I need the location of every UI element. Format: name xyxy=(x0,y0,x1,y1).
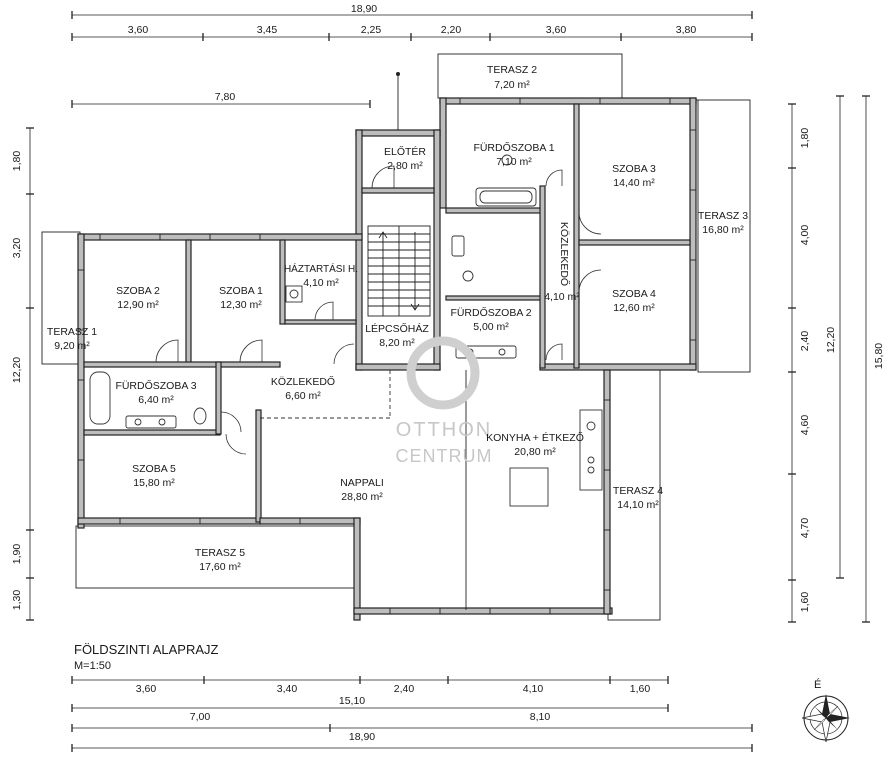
walls xyxy=(77,97,697,621)
dim-bottom-seg-4: 4,10 xyxy=(523,683,544,695)
bottom-dimensions: 3,60 3,40 2,40 4,10 1,60 15,10 7,00 8,10… xyxy=(71,676,753,752)
plan-title-text: FÖLDSZINTI ALAPRAJZ xyxy=(74,642,219,657)
dim-right-4: 4,60 xyxy=(799,415,811,436)
room-area-eloter: 2,80 m² xyxy=(387,160,423,172)
terrace-2-outline xyxy=(437,53,623,99)
staircase xyxy=(367,225,431,317)
room-name-lepcsohaz: LÉPCSŐHÁZ xyxy=(365,321,429,335)
room-name-kozlekedo: KÖZLEKEDŐ xyxy=(271,374,335,388)
dim-top-seg-3: 2,25 xyxy=(361,24,382,36)
room-labels: TERASZ 2 7,20 m² ELŐTÉR 2,80 m² FÜRDŐSZO… xyxy=(47,64,748,573)
dim-right-6: 1,60 xyxy=(799,592,811,613)
dim-top-seg-4: 2,20 xyxy=(441,24,462,36)
room-name-terasz4: TERASZ 4 xyxy=(613,485,663,497)
room-area-furdo3: 6,40 m² xyxy=(138,394,174,406)
room-area-szoba1: 12,30 m² xyxy=(220,299,262,311)
dim-top-seg-6: 3,80 xyxy=(676,24,697,36)
room-name-eloter: ELŐTÉR xyxy=(384,144,426,158)
room-area-furdo2: 5,00 m² xyxy=(473,321,509,333)
dim-top-seg-1: 3,60 xyxy=(128,24,149,36)
dim-top-total: 18,90 xyxy=(351,3,377,15)
doors xyxy=(155,165,602,455)
compass-rose: É xyxy=(801,678,850,743)
room-area-szoba2: 12,90 m² xyxy=(117,299,159,311)
kitchen-island xyxy=(509,467,549,507)
dim-top-seg-5: 3,60 xyxy=(546,24,567,36)
dim-bottom-seg-3: 2,40 xyxy=(394,683,415,695)
room-area-furdo1: 7,10 m² xyxy=(496,156,532,168)
room-name-szoba2: SZOBA 2 xyxy=(116,285,160,297)
room-area-kozlekedo-vertical: 4,10 m² xyxy=(544,291,580,303)
dim-right-outer: 15,80 xyxy=(873,343,885,369)
dim-left-3: 12,20 xyxy=(11,357,23,383)
watermark-line-1: OTTHON xyxy=(396,419,492,441)
room-name-szoba5: SZOBA 5 xyxy=(132,463,176,475)
room-name-furdo2: FÜRDŐSZOBA 2 xyxy=(450,305,531,319)
room-area-kozlekedo: 6,60 m² xyxy=(285,390,321,402)
dim-bottom-seg-2: 3,40 xyxy=(277,683,298,695)
plan-title: FÖLDSZINTI ALAPRAJZ M=1:50 xyxy=(74,642,219,672)
dim-bottom-mid: 15,10 xyxy=(339,695,365,707)
dim-bottom-total: 18,90 xyxy=(349,731,375,743)
fixtures xyxy=(89,154,603,507)
dim-bottom-split-1: 7,00 xyxy=(190,711,211,723)
room-area-terasz4: 14,10 m² xyxy=(617,499,659,511)
room-area-lepcsohaz: 8,20 m² xyxy=(379,337,415,349)
dim-top-seg-2: 3,45 xyxy=(257,24,278,36)
room-name-kozlekedo-vertical: KÖZLEKEDŐ xyxy=(558,222,572,286)
room-name-terasz5: TERASZ 5 xyxy=(195,547,245,559)
dim-left-4: 1,90 xyxy=(11,544,23,565)
dim-bottom-split-2: 8,10 xyxy=(530,711,551,723)
room-name-konyha: KONYHA + ÉTKEZŐ xyxy=(486,430,584,444)
left-dimensions: 1,80 3,20 12,20 1,90 1,30 xyxy=(11,127,34,621)
plan-scale-text: M=1:50 xyxy=(74,660,111,672)
dim-left-5: 1,30 xyxy=(11,590,23,611)
dim-top-partial: 7,80 xyxy=(215,91,236,103)
dim-left-2: 3,20 xyxy=(11,238,23,259)
room-name-haztartasi: HÁZTARTÁSI H. xyxy=(284,262,358,275)
bathtub-3 xyxy=(89,371,111,425)
dim-right-2: 4,00 xyxy=(799,225,811,246)
dim-right-3: 2,40 xyxy=(799,331,811,352)
dim-left-1: 1,80 xyxy=(11,151,23,172)
room-area-szoba3: 14,40 m² xyxy=(613,177,655,189)
watermark-line-2: CENTRUM xyxy=(396,446,493,466)
room-name-furdo3: FÜRDŐSZOBA 3 xyxy=(115,378,196,392)
room-area-szoba5: 15,80 m² xyxy=(133,477,175,489)
room-area-szoba4: 12,60 m² xyxy=(613,302,655,314)
right-dimensions: 1,80 4,00 2,40 4,60 4,70 1,60 12,20 15,8… xyxy=(788,95,885,623)
room-name-szoba3: SZOBA 3 xyxy=(612,163,656,175)
top-dimensions: 18,90 3,60 3,45 2,25 2,20 3,60 3,80 7,80 xyxy=(71,3,753,108)
terrace-3-outline xyxy=(697,99,751,373)
dim-right-5: 4,70 xyxy=(799,518,811,539)
room-name-terasz3: TERASZ 3 xyxy=(698,210,748,222)
room-name-szoba4: SZOBA 4 xyxy=(612,288,656,300)
kitchen-counter xyxy=(579,409,603,491)
room-area-nappali: 28,80 m² xyxy=(341,491,383,503)
compass-north-label: É xyxy=(814,678,821,691)
room-name-furdo1: FÜRDŐSZOBA 1 xyxy=(473,140,554,154)
dim-right-1: 1,80 xyxy=(799,128,811,149)
room-area-konyha: 20,80 m² xyxy=(514,446,556,458)
dim-right-middle: 12,20 xyxy=(825,327,837,353)
room-area-terasz2: 7,20 m² xyxy=(494,79,530,91)
room-area-terasz3: 16,80 m² xyxy=(702,224,744,236)
dim-bottom-seg-1: 3,60 xyxy=(136,683,157,695)
room-name-terasz2: TERASZ 2 xyxy=(487,64,537,76)
watermark: OTTHON CENTRUM xyxy=(396,336,493,466)
dim-bottom-seg-5: 1,60 xyxy=(630,683,651,695)
room-name-nappali: NAPPALI xyxy=(340,477,384,489)
room-name-szoba1: SZOBA 1 xyxy=(219,285,263,297)
room-area-terasz5: 17,60 m² xyxy=(199,561,241,573)
room-area-haztartasi: 4,10 m² xyxy=(303,277,339,289)
room-name-terasz1: TERASZ 1 xyxy=(47,326,97,338)
room-area-terasz1: 9,20 m² xyxy=(54,340,90,352)
